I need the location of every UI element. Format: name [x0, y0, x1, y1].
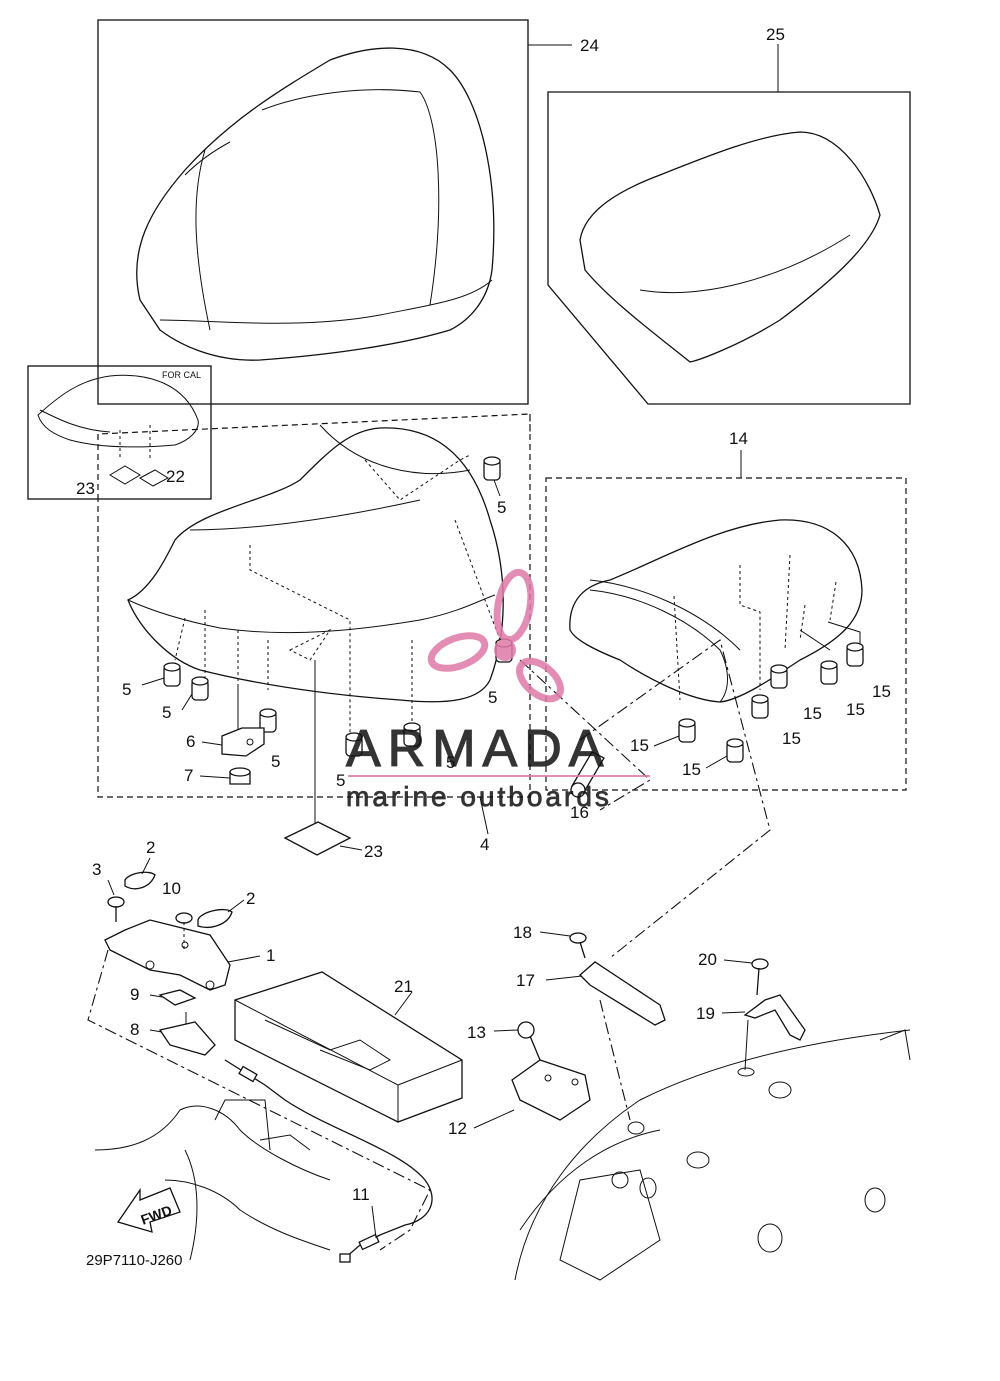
fwd-arrow: FWD	[116, 1187, 181, 1233]
callout-15: 15	[846, 700, 865, 719]
grommet	[770, 664, 788, 689]
main-seat-group	[97, 413, 531, 835]
callout-17: 17	[516, 971, 535, 990]
grommets-5	[163, 456, 513, 757]
grommet	[403, 722, 421, 747]
watermark-tagline: marine outboards	[346, 781, 612, 812]
callout-24: 24	[580, 36, 599, 55]
grommet	[345, 732, 363, 757]
callout-2: 2	[246, 889, 255, 908]
bolt-3	[107, 896, 125, 922]
seat-bracket-1	[104, 919, 261, 991]
callout-4: 4	[480, 835, 489, 854]
callout-18: 18	[513, 923, 532, 942]
callout-1: 1	[266, 946, 275, 965]
grommet	[751, 694, 769, 719]
bracket-17	[579, 961, 666, 1026]
callout-16: 16	[570, 803, 589, 822]
rear-seat-cover	[579, 131, 881, 363]
frame-left	[94, 1099, 331, 1261]
callout-6: 6	[186, 732, 195, 751]
callout-labels: 24 25 14 22 23 FOR CAL 5 5 5 5 5 5 5 6 7…	[76, 25, 891, 1269]
bracket-19	[743, 994, 806, 1041]
callout-15: 15	[803, 704, 822, 723]
grommet	[846, 642, 864, 667]
grommet	[820, 660, 838, 685]
inset-label: FOR CAL	[162, 370, 201, 380]
callout-8: 8	[130, 1020, 139, 1039]
callout-21: 21	[394, 977, 413, 996]
grommet	[259, 708, 277, 733]
callout-15: 15	[682, 760, 701, 779]
box-14	[545, 477, 907, 791]
main-seat	[127, 427, 504, 703]
rear-seat	[569, 519, 863, 703]
callout-2: 2	[146, 838, 155, 857]
front-seat-cover	[136, 47, 495, 361]
callout-5: 5	[497, 498, 506, 517]
callout-19: 19	[696, 1004, 715, 1023]
nut-7	[229, 767, 251, 785]
rear-fender	[514, 1029, 911, 1281]
callout-5: 5	[122, 680, 131, 699]
bolt-18	[569, 932, 587, 959]
callout-15: 15	[630, 736, 649, 755]
diagram-code: 29P7110-J260	[86, 1252, 182, 1269]
callout-15: 15	[782, 729, 801, 748]
grommet	[191, 676, 209, 701]
box-4	[97, 413, 531, 798]
watermark: ARMADA marine outboards	[345, 568, 650, 812]
leader-lines	[107, 479, 753, 1239]
callout-5: 5	[271, 752, 280, 771]
grommet	[163, 662, 181, 687]
nut-10	[175, 912, 193, 950]
bracket-6	[221, 684, 265, 757]
callout-5: 5	[336, 771, 345, 790]
seat-cover-rear-group	[547, 44, 911, 405]
grommet	[726, 738, 744, 763]
callout-25: 25	[766, 25, 785, 44]
box-24	[97, 19, 529, 405]
callout-11: 11	[352, 1185, 370, 1204]
grommet	[483, 456, 501, 481]
callout-23-inset: 23	[76, 479, 95, 498]
callout-23: 23	[364, 842, 383, 861]
cushion-2a	[124, 871, 156, 890]
decal-23	[283, 821, 352, 856]
callout-15: 15	[872, 682, 891, 701]
inset-box	[27, 365, 212, 500]
callout-22: 22	[166, 467, 185, 486]
callout-13: 13	[467, 1023, 486, 1042]
bracket-12	[511, 1059, 591, 1121]
callout-10: 10	[162, 879, 181, 898]
washer-9	[158, 989, 197, 1006]
callout-12: 12	[448, 1119, 467, 1138]
callout-5: 5	[162, 703, 171, 722]
callout-7: 7	[184, 766, 193, 785]
inset-for-cal	[27, 365, 212, 500]
grommet	[678, 718, 696, 743]
callout-9: 9	[130, 985, 139, 1004]
callout-3: 3	[92, 860, 101, 879]
rear-seat-group	[545, 450, 907, 791]
cable-11	[224, 1059, 433, 1259]
lock-8	[158, 1021, 216, 1056]
callout-5: 5	[488, 688, 497, 707]
callout-5: 5	[446, 753, 455, 772]
watermark-brand: ARMADA	[346, 720, 610, 778]
bolt-13	[517, 1021, 541, 1061]
callout-20: 20	[698, 950, 717, 969]
cushion-2b	[197, 908, 233, 928]
bolt-20	[751, 958, 769, 996]
callout-14: 14	[729, 429, 748, 448]
grommets-15	[678, 642, 864, 763]
seat-cover-front-group	[97, 19, 572, 405]
propeller-logo	[427, 568, 564, 703]
tool-tray-21	[234, 971, 463, 1123]
box-25	[547, 91, 911, 405]
bolt-16	[570, 751, 605, 798]
